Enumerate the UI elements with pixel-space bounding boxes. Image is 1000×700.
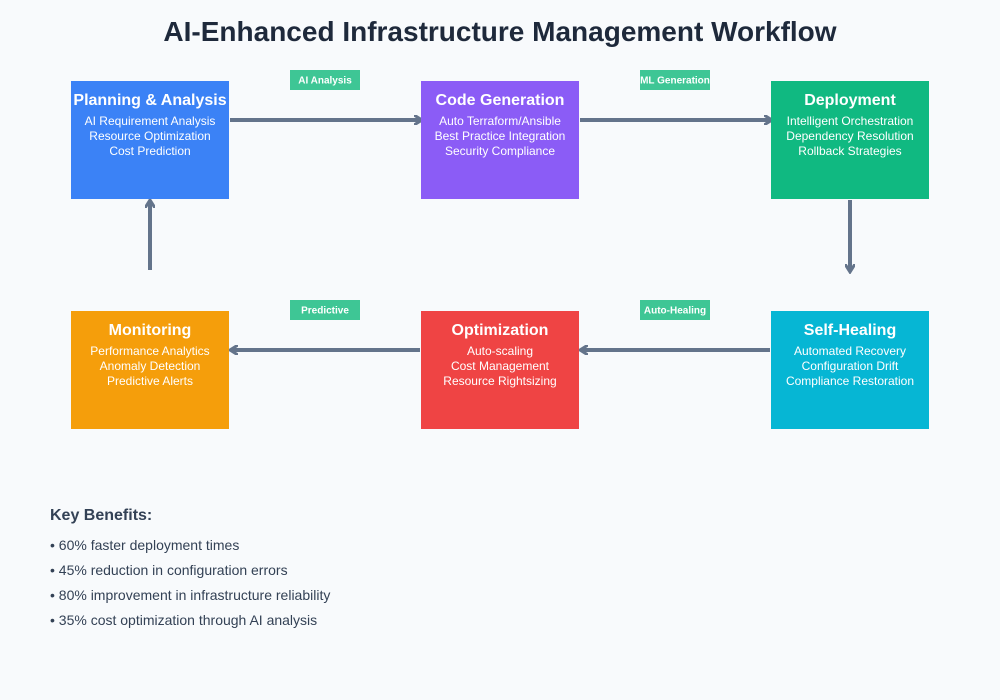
node-title: Optimization bbox=[452, 322, 549, 339]
node-item: Automated Recovery bbox=[794, 344, 906, 358]
node-box bbox=[421, 311, 579, 429]
node-optimization: Optimization Auto-scaling Cost Managemen… bbox=[421, 311, 579, 429]
tag-background bbox=[640, 70, 710, 90]
tag-background bbox=[640, 300, 710, 320]
node-box bbox=[771, 81, 929, 199]
node-box bbox=[71, 81, 229, 199]
node-title: Planning & Analysis bbox=[73, 92, 226, 109]
node-item: Configuration Drift bbox=[802, 359, 899, 373]
node-self-healing: Self-Healing Automated Recovery Configur… bbox=[771, 311, 929, 429]
tag-label: AI Analysis bbox=[298, 76, 352, 87]
node-item: Cost Management bbox=[451, 359, 550, 373]
node-item: Resource Rightsizing bbox=[443, 374, 556, 388]
tag-label: ML Generation bbox=[640, 76, 710, 87]
node-item: Intelligent Orchestration bbox=[787, 114, 914, 128]
tag-label: Predictive bbox=[301, 306, 349, 317]
benefit-item: • 60% faster deployment times bbox=[50, 537, 239, 553]
node-item: Rollback Strategies bbox=[798, 144, 901, 158]
node-item: Performance Analytics bbox=[90, 344, 209, 358]
node-item: AI Requirement Analysis bbox=[85, 114, 216, 128]
benefits-title: Key Benefits: bbox=[50, 507, 152, 524]
node-monitoring: Monitoring Performance Analytics Anomaly… bbox=[71, 311, 229, 429]
benefit-item: • 35% cost optimization through AI analy… bbox=[50, 612, 317, 628]
node-item: Best Practice Integration bbox=[435, 129, 566, 143]
node-box bbox=[421, 81, 579, 199]
node-item: Auto Terraform/Ansible bbox=[439, 114, 561, 128]
tag-background bbox=[290, 70, 360, 90]
tag-predictive: Predictive bbox=[290, 300, 360, 320]
tag-label: Auto-Healing bbox=[644, 306, 706, 317]
node-title: Monitoring bbox=[109, 322, 192, 339]
page-title: AI-Enhanced Infrastructure Management Wo… bbox=[163, 16, 836, 47]
tag-auto-healing: Auto-Healing bbox=[640, 300, 710, 320]
node-box bbox=[71, 311, 229, 429]
node-planning: Planning & Analysis AI Requirement Analy… bbox=[71, 81, 229, 199]
node-item: Auto-scaling bbox=[467, 344, 533, 358]
node-title: Code Generation bbox=[436, 92, 565, 109]
tag-ai-analysis: AI Analysis bbox=[290, 70, 360, 90]
node-deployment: Deployment Intelligent Orchestration Dep… bbox=[771, 81, 929, 199]
node-item: Security Compliance bbox=[445, 144, 555, 158]
node-item: Cost Prediction bbox=[109, 144, 190, 158]
node-item: Resource Optimization bbox=[89, 129, 210, 143]
key-benefits: Key Benefits: • 60% faster deployment ti… bbox=[50, 507, 330, 628]
node-item: Dependency Resolution bbox=[786, 129, 913, 143]
tag-ml-generation: ML Generation bbox=[640, 70, 710, 90]
node-code-generation: Code Generation Auto Terraform/Ansible B… bbox=[421, 81, 579, 199]
benefit-item: • 80% improvement in infrastructure reli… bbox=[50, 587, 330, 603]
node-item: Anomaly Detection bbox=[100, 359, 201, 373]
node-item: Compliance Restoration bbox=[786, 374, 914, 388]
tag-background bbox=[290, 300, 360, 320]
node-item: Predictive Alerts bbox=[107, 374, 193, 388]
node-box bbox=[771, 311, 929, 429]
node-title: Deployment bbox=[804, 92, 896, 109]
benefit-item: • 45% reduction in configuration errors bbox=[50, 562, 288, 578]
node-title: Self-Healing bbox=[804, 322, 896, 339]
